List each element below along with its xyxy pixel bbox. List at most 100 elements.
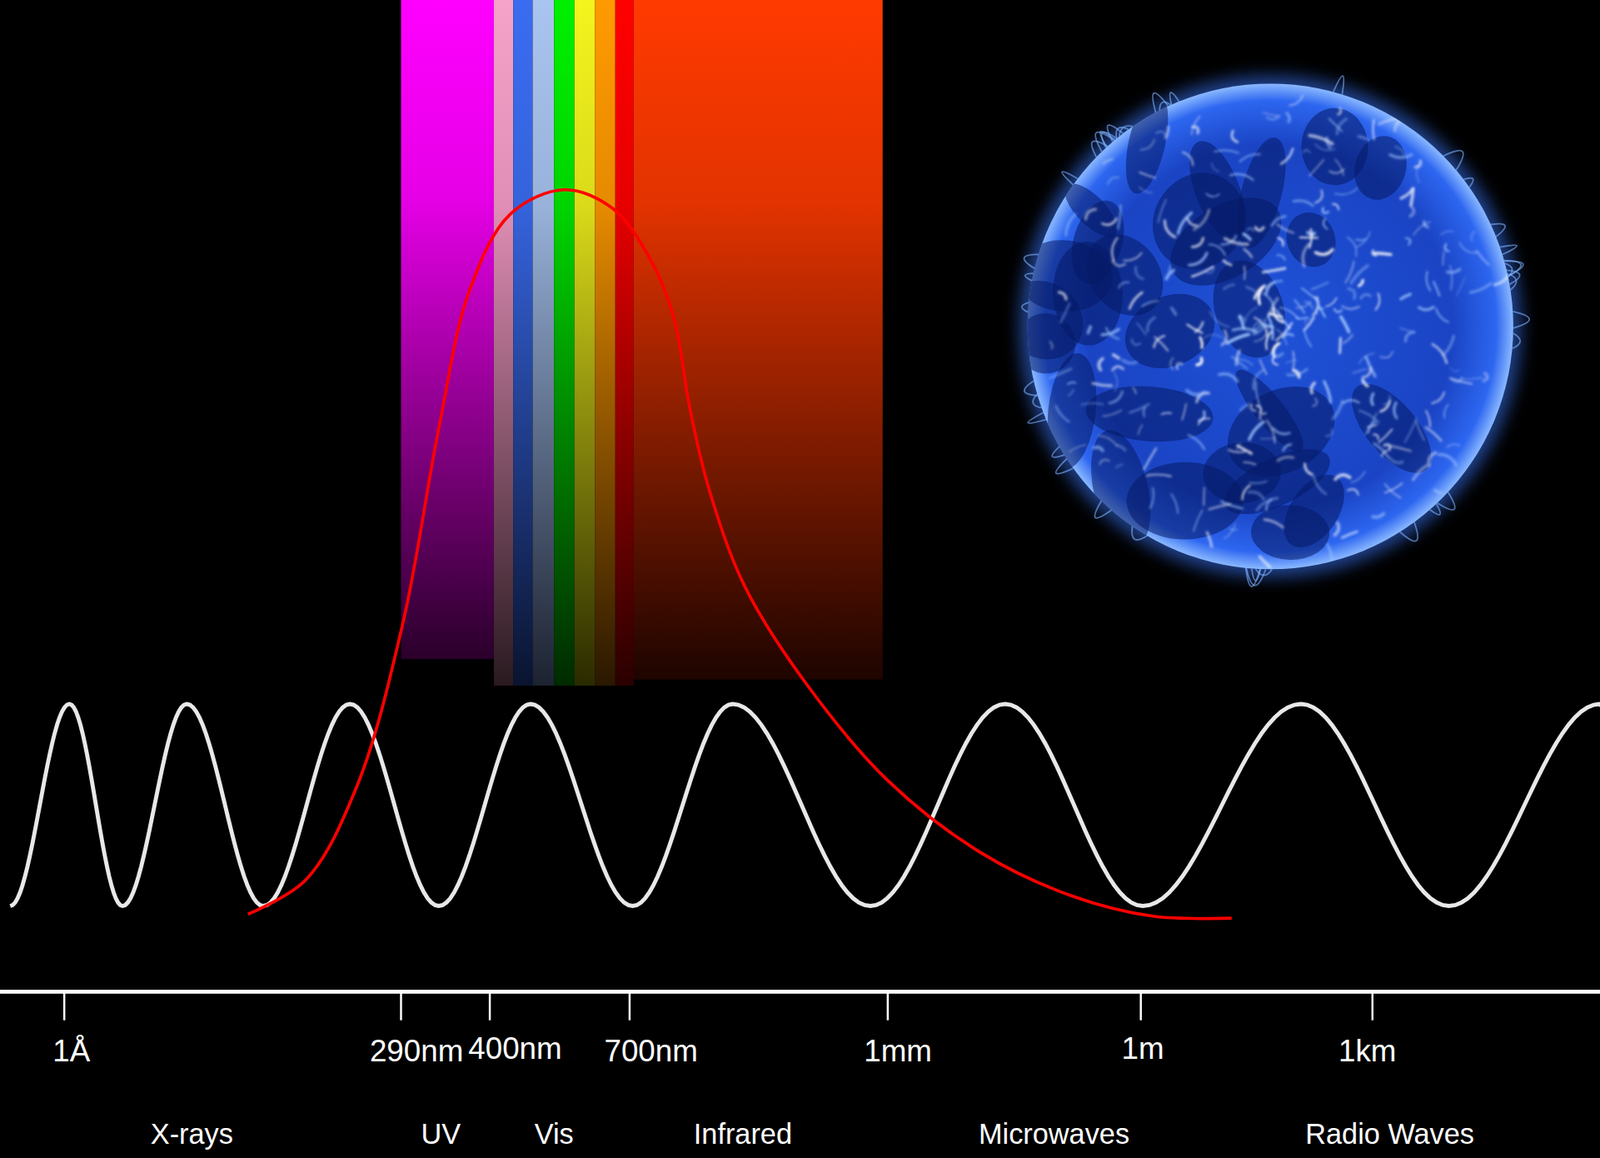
- sun-bright-loop: [1219, 373, 1238, 382]
- sun-bright-loop: [1277, 238, 1283, 246]
- sun-bright-loop: [1193, 509, 1203, 531]
- sun-bright-loop: [1243, 234, 1251, 240]
- sun-bright-loop: [1280, 149, 1293, 165]
- wavelength-axis: [0, 991, 1600, 1020]
- sun-bright-loop: [1153, 335, 1165, 348]
- sun-bright-loop: [1195, 322, 1203, 332]
- sun-bright-loop: [1259, 359, 1267, 375]
- sun-prominence: [1512, 311, 1530, 329]
- tick-label: 1m: [1121, 1031, 1165, 1066]
- sun-bright-loop: [1206, 532, 1212, 547]
- sun-bright-loop: [1109, 391, 1123, 404]
- sun-bright-loop: [1113, 354, 1120, 359]
- sun-bright-loop: [1150, 488, 1154, 509]
- sun-bright-loop: [1356, 239, 1366, 240]
- sun-bright-loop: [1176, 363, 1182, 369]
- sun-prominence: [1437, 492, 1456, 510]
- sun-prominence: [1024, 380, 1038, 396]
- sun-bright-loop: [1101, 328, 1119, 335]
- sun-bright-loop: [1272, 428, 1290, 434]
- band-name: Infrared: [693, 1118, 793, 1151]
- sun-bright-loop: [1450, 265, 1452, 290]
- sun-bright-loops: [1050, 95, 1510, 568]
- sun-bright-loop: [1214, 149, 1239, 153]
- sun-bright-loop: [1315, 249, 1333, 255]
- sun-bright-loop: [1122, 359, 1137, 364]
- sun-bright-loop: [1253, 369, 1263, 389]
- sun-bright-loop: [1223, 284, 1234, 290]
- sun-bright-loop: [1272, 358, 1278, 365]
- sun-prominence: [1500, 244, 1517, 255]
- band-name: Radio Waves: [1305, 1118, 1475, 1151]
- sun-bright-loop: [1372, 119, 1374, 140]
- sun-bright-loop: [1056, 405, 1070, 422]
- sun-dark-patch: [1271, 463, 1357, 559]
- sun-bright-loop: [1118, 282, 1129, 289]
- sun-bright-loop: [1470, 283, 1491, 293]
- sun-bright-loop: [1373, 434, 1378, 439]
- sun-bright-loop: [1191, 266, 1213, 277]
- sun-prominence: [1021, 302, 1029, 313]
- sun-bright-loop: [1293, 200, 1313, 206]
- sun-bright-loop: [1383, 395, 1391, 404]
- sun-bright-loop: [1067, 382, 1076, 384]
- sun-bright-loop: [1309, 135, 1333, 145]
- red-band: [615, 0, 634, 686]
- sun-bright-loop: [1158, 199, 1167, 223]
- sun-bright-loop: [1405, 238, 1411, 245]
- sun-bright-loop: [1211, 163, 1220, 172]
- sun-bright-loop: [1312, 398, 1317, 406]
- sun-bright-loop: [1315, 190, 1322, 204]
- tick-label: 700nm: [603, 1034, 698, 1068]
- sun-bright-loop: [1418, 306, 1434, 310]
- sun-bright-loop: [1223, 260, 1232, 265]
- sun-bright-loop: [1203, 334, 1223, 339]
- sun-bright-loop: [1256, 405, 1262, 414]
- sun-bright-loop: [1371, 393, 1374, 405]
- sun-bright-loop: [1372, 513, 1384, 517]
- sun-bright-loop: [1443, 335, 1454, 355]
- sun-prominence: [1463, 178, 1473, 188]
- sun-dark-patch: [1056, 174, 1126, 245]
- sun-bright-loop: [1069, 444, 1087, 452]
- sun-bright-loop: [1335, 474, 1351, 479]
- sun-bright-loop: [1266, 282, 1276, 295]
- sun-bright-loop: [1431, 392, 1445, 404]
- sun-bright-loop: [1101, 218, 1117, 225]
- sun-bright-loop: [1277, 224, 1294, 233]
- sun-prominence: [1443, 150, 1464, 171]
- sun-bright-loop: [1292, 351, 1294, 370]
- sun-bright-loop: [1123, 253, 1142, 261]
- sun-prominence: [1101, 132, 1117, 149]
- violet-band: [493, 0, 514, 686]
- sun-bright-loop: [1327, 543, 1333, 560]
- sun-bright-loop: [1283, 444, 1291, 451]
- sun-dark-patch: [1201, 250, 1297, 367]
- sun-bright-loop: [1224, 523, 1236, 539]
- sun-bright-loop: [1341, 306, 1360, 310]
- sun-prominence: [1152, 93, 1169, 113]
- sun-bright-loop: [1129, 292, 1142, 309]
- sun-dark-patch: [1083, 381, 1215, 446]
- sun-bright-loop: [1311, 282, 1328, 290]
- sun-bright-loop: [1251, 404, 1256, 411]
- sun-bright-loop: [1405, 332, 1415, 342]
- sun-dark-patch: [1117, 88, 1177, 198]
- sun-prominence: [1131, 526, 1147, 540]
- sun-bright-loop: [1314, 296, 1325, 317]
- sun-bright-loop: [1087, 326, 1091, 333]
- sun-bright-loop: [1325, 428, 1333, 436]
- sun-bright-loop: [1240, 404, 1249, 411]
- sun-bright-loop: [1483, 373, 1488, 381]
- sun-bright-loop: [1099, 435, 1118, 446]
- sun-bright-loop: [1098, 358, 1103, 370]
- sun-dark-patch: [1112, 279, 1227, 383]
- yellow-band: [574, 0, 596, 686]
- sun-bright-loop: [1168, 265, 1171, 272]
- sun-bright-loop: [1445, 244, 1449, 251]
- sun-bright-loop: [1181, 403, 1187, 420]
- sun-prominence: [1027, 412, 1047, 424]
- sun-bright-loop: [1225, 238, 1248, 245]
- sun-bright-loop: [1050, 341, 1053, 349]
